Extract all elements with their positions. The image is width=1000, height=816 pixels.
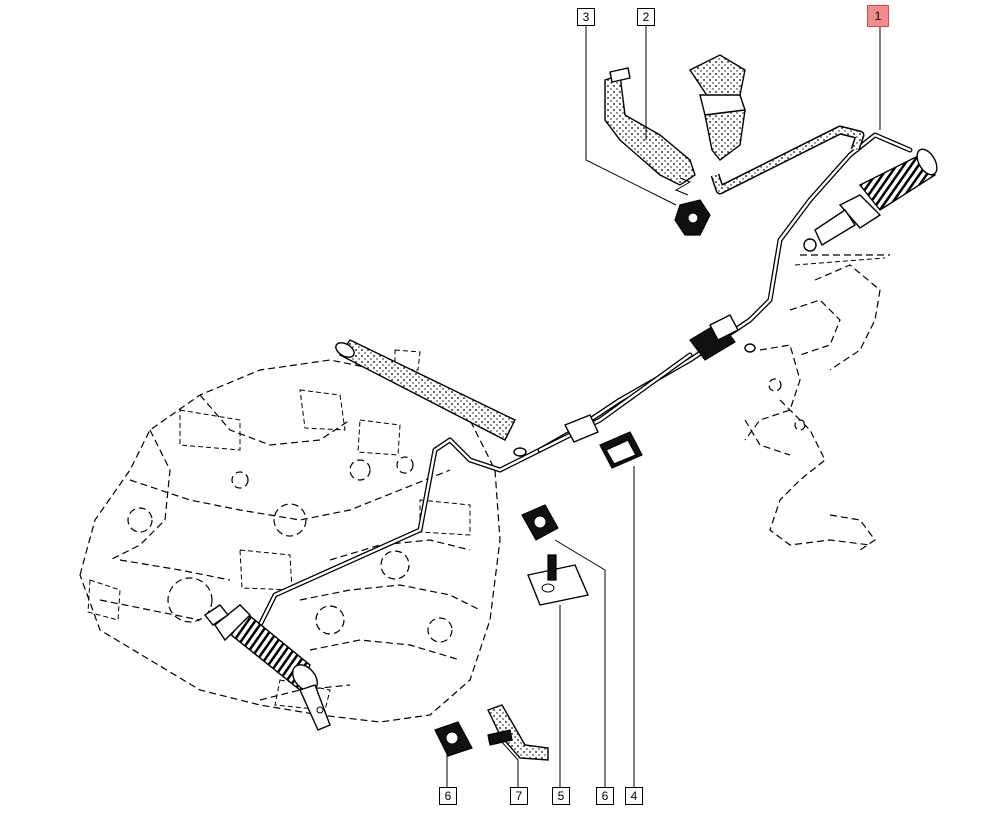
mounting-bracket[interactable] bbox=[527, 554, 589, 606]
callout-part-3[interactable]: 3 bbox=[577, 8, 595, 26]
callout-part-7[interactable]: 7 bbox=[510, 787, 528, 805]
pedal-assembly-outline bbox=[744, 254, 890, 551]
leader-lines bbox=[446, 26, 881, 787]
master-cylinder bbox=[803, 148, 938, 252]
pedal-bracket[interactable] bbox=[604, 67, 696, 186]
callout-part-5[interactable]: 5 bbox=[552, 787, 570, 805]
callout-part-1[interactable]: 1 bbox=[867, 5, 889, 27]
pipe-clip[interactable] bbox=[599, 431, 643, 469]
callout-part-2[interactable]: 2 bbox=[637, 8, 655, 26]
stippled-tube bbox=[335, 339, 516, 441]
callout-part-6-left[interactable]: 6 bbox=[439, 787, 457, 805]
slave-cylinder bbox=[203, 604, 331, 731]
pipe-clamp-upper[interactable] bbox=[521, 504, 559, 541]
gearbox-outline bbox=[79, 349, 501, 723]
pipe-grommet bbox=[513, 314, 756, 457]
pipe-clamp-lower[interactable] bbox=[434, 721, 473, 757]
callout-part-6-right[interactable]: 6 bbox=[596, 787, 614, 805]
nut[interactable] bbox=[674, 177, 711, 236]
hydraulic-pipe[interactable] bbox=[257, 132, 913, 628]
callout-part-4[interactable]: 4 bbox=[625, 787, 643, 805]
clutch-pedal-pad bbox=[688, 54, 746, 161]
angle-bracket[interactable] bbox=[487, 704, 549, 761]
reservoir-hose bbox=[710, 125, 865, 195]
